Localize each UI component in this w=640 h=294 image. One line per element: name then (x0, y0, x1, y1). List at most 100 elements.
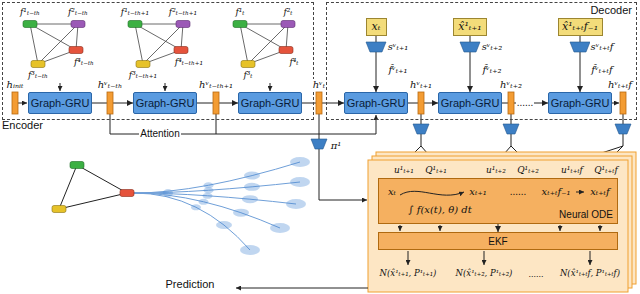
math-symbol: hᵛₜ₊ₜf (607, 79, 633, 91)
prediction-scene (134, 193, 280, 228)
math-symbol: hᵢₙᵢₜ (6, 79, 25, 91)
math-symbol: hᵛₜ₋ₜₕ₊₁ (198, 79, 234, 91)
math-symbol: xₜ₊ₜf (589, 186, 611, 198)
graph-gru-box: Graph-GRU (548, 92, 612, 114)
math-symbol: u¹ₜ₊₂ (485, 165, 507, 175)
math-symbol: f²ₜ₋ₜₕ₊₁ (168, 7, 198, 17)
mlp-trapezoid (615, 124, 631, 134)
math-symbol: u¹ₜ₊ₜf (560, 165, 584, 175)
input-cube: xₜ (366, 18, 387, 36)
encoder-panel: EncoderGraph-GRUGraph-GRUGraph-GRU (2, 2, 314, 120)
prediction-scene (134, 162, 300, 250)
math-symbol: N(x̂¹ₜ₊₂, P¹ₜ₊₂) (455, 269, 514, 279)
math-symbol: f̂ᵛₜ₊₂ (481, 64, 502, 76)
mlp-trapezoid (503, 124, 519, 134)
math-symbol: f³ₜ₋ₜₕ₊₁ (128, 70, 158, 80)
mlp-trapezoid (413, 124, 429, 134)
annotation-text: ...... (509, 186, 528, 198)
math-symbol: f¹ₜ₋ₜₕ (19, 7, 41, 17)
math-symbol: π¹ (330, 140, 343, 152)
hidden-state-bar (12, 92, 18, 114)
node-text: Graph-GRU (347, 97, 406, 109)
math-symbol: ∫ f(x(t), θ) dt (407, 204, 472, 216)
math-symbol: f²ₜ₋ₜₕ (67, 7, 89, 17)
math-symbol: xₜ₊₁ (468, 186, 487, 198)
ode-flow (484, 251, 485, 265)
node-text: Graph-GRU (31, 97, 90, 109)
prediction-scene (134, 193, 250, 250)
math-symbol: N(x̂¹ₜ₊ₜf, P¹ₜ₊ₜf) (559, 269, 621, 279)
node-text: x̂¹ₜ₊ₜf₋₁ (562, 21, 598, 33)
math-symbol: f̂ᵛₜ₊ₜf (590, 64, 613, 76)
neural-ode-box: Neural ODE (378, 178, 618, 224)
hidden-state-bar (316, 92, 322, 114)
prediction-scene (191, 204, 201, 210)
signal-wire (623, 134, 624, 146)
flow-arrow (498, 224, 499, 232)
flow-arrow (302, 103, 344, 104)
math-symbol: hᵛₜ₋ₜₕ (97, 79, 124, 91)
math-symbol: Q¹ₜ₊ₜf (593, 165, 619, 175)
prediction-scene (270, 223, 290, 233)
math-symbol: f³ₜ₋ₜₕ (27, 70, 49, 80)
prediction-scene (163, 157, 310, 255)
prediction-scene (70, 162, 84, 169)
math-symbol: sᵛₜ₊₂ (481, 41, 504, 53)
hidden-state-bar (12, 92, 626, 114)
node-text: EKF (488, 236, 507, 247)
hidden-state-bar (213, 92, 219, 114)
ode-flow (236, 288, 368, 289)
graph-snapshot (233, 21, 295, 92)
graph-gru-box: Graph-GRU (344, 92, 408, 114)
math-symbol: hᵛₜ₊₂ (499, 79, 523, 91)
graph-gru-box: Graph-GRU (438, 92, 502, 114)
prediction-scene (163, 189, 173, 197)
math-symbol: hᵛₜ (312, 79, 327, 91)
annotation-text: ...... (527, 269, 544, 279)
signal-wire (421, 134, 422, 146)
node-text: Graph-GRU (136, 97, 195, 109)
decoder-panel: Decoderxₜx̂¹ₜ₊₁x̂¹ₜ₊ₜf₋₁Graph-GRUGraph-G… (326, 2, 637, 120)
prediction-scene (290, 177, 310, 187)
signal-wire (319, 114, 320, 139)
ode-flow (590, 251, 591, 265)
ode-flow (576, 192, 584, 193)
filter-stack (368, 160, 628, 292)
prediction-scene (59, 165, 127, 209)
prediction-scene (216, 221, 232, 229)
filter-stack (368, 152, 636, 292)
math-symbol: f̂ᵛₜ₊₁ (387, 64, 408, 76)
graph-snapshot (23, 21, 85, 92)
graph-gru-box: Graph-GRU (133, 92, 197, 114)
ode-flow (408, 251, 409, 265)
math-symbol: f⁴ₜ₋ₜₕ (73, 57, 95, 67)
ode-flow (600, 225, 601, 231)
ode-flow (400, 225, 401, 231)
math-symbol: f⁴ₜ (288, 57, 299, 67)
hidden-state-bar (620, 92, 626, 114)
hidden-state-bar (418, 92, 424, 114)
input-cube: x̂¹ₜ₊₁ (453, 18, 487, 36)
math-symbol: f¹ₜ₋ₜₕ₊₁ (120, 7, 150, 17)
prediction-scene (244, 172, 260, 180)
math-symbol: N(x̂¹ₜ₊₁, P¹ₜ₊₁) (379, 269, 438, 279)
prediction-scene (290, 157, 310, 167)
mlp-trapezoid (311, 139, 327, 149)
math-symbol: Q¹ₜ₊₁ (424, 165, 448, 175)
math-symbol: sᵛₜ₊ₜf (590, 41, 615, 53)
annotation-text: Attention (139, 128, 180, 140)
prediction-scene (204, 187, 214, 193)
node-text: Graph-GRU (241, 97, 300, 109)
graph-snapshot (128, 21, 190, 92)
input-cube: x̂¹ₜ₊ₜf₋₁ (558, 18, 603, 36)
hidden-state-bar (508, 92, 514, 114)
mlp-trapezoid (366, 42, 386, 52)
node-text: xₜ (372, 21, 381, 33)
math-symbol: f²ₜ (282, 7, 293, 17)
math-symbol: xₜ₊ₜf₋₁ (541, 186, 572, 198)
prediction-scene (120, 190, 134, 197)
mlp-trapezoid (311, 42, 631, 149)
node-text: x̂¹ₜ₊₁ (458, 21, 482, 33)
signal-wire (18, 103, 27, 104)
prediction-scene (52, 157, 310, 255)
